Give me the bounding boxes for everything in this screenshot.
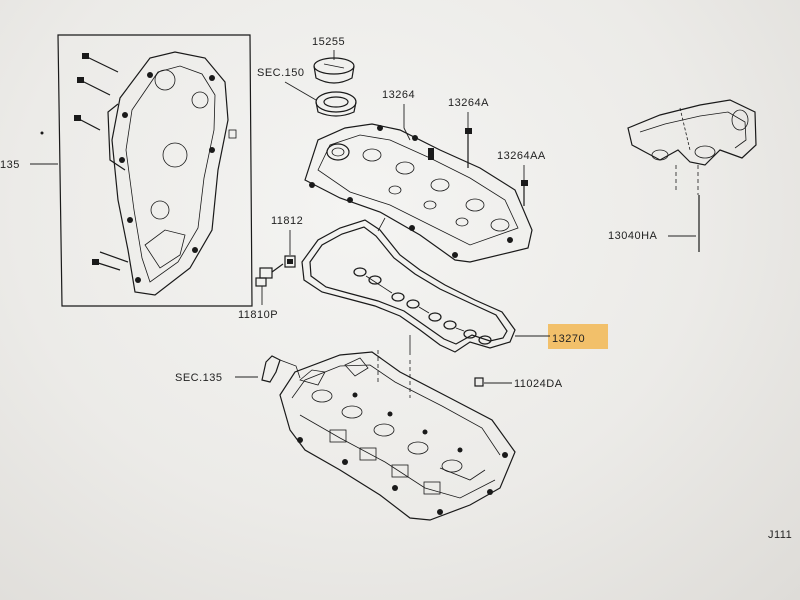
rocker-cover-gasket (301, 217, 516, 353)
dot-mark (40, 131, 44, 135)
callout-13270: 13270 (552, 333, 585, 345)
callout-11810P: 11810P (238, 309, 278, 321)
callout-13264: 13264 (382, 89, 415, 101)
timing-cover-frame (57, 34, 253, 307)
intake-pipe (627, 99, 757, 195)
callout-13040HA: 13040HA (608, 230, 658, 242)
cylinder-head (279, 335, 516, 521)
intake-pipe-group: 13040HA (608, 99, 757, 252)
callout-13264A: 13264A (448, 97, 489, 109)
bolt-13264AA (521, 180, 528, 206)
callout-sec150: SEC.150 (257, 67, 305, 79)
plug-11024DA (474, 377, 484, 387)
callout-135: 135 (0, 159, 20, 171)
rocker-cover-group: 13264 13264A 13264AA (304, 89, 546, 263)
callout-11024DA: 11024DA (514, 378, 563, 390)
oil-cap-group: 15255 SEC.150 (257, 36, 357, 117)
callout-sec135-head: SEC.135 (175, 372, 223, 384)
timing-cover (107, 51, 237, 296)
sensor-group: 11812 11810P (238, 215, 303, 321)
callout-11812: 11812 (271, 215, 303, 227)
oil-seal (315, 91, 357, 117)
callout-13264AA: 13264AA (497, 150, 546, 162)
plug-hole-seals (353, 267, 492, 345)
timing-cover-group: 135 (0, 34, 253, 307)
oil-filler-cap (313, 57, 355, 84)
gasket-group: 13270 (301, 217, 608, 353)
cylinder-head-group: SEC.135 (175, 335, 563, 521)
leader-13264 (403, 104, 411, 141)
rocker-cover (304, 123, 533, 263)
cover-bolts (74, 53, 129, 271)
grommet-11812 (284, 255, 296, 268)
leader-sec150 (284, 81, 317, 101)
water-outlet-fitting (261, 355, 301, 383)
callout-15255: 15255 (312, 36, 345, 48)
valve-11810P (255, 263, 284, 287)
highlight-13270 (548, 324, 608, 349)
corner-code: J111 (768, 529, 792, 541)
